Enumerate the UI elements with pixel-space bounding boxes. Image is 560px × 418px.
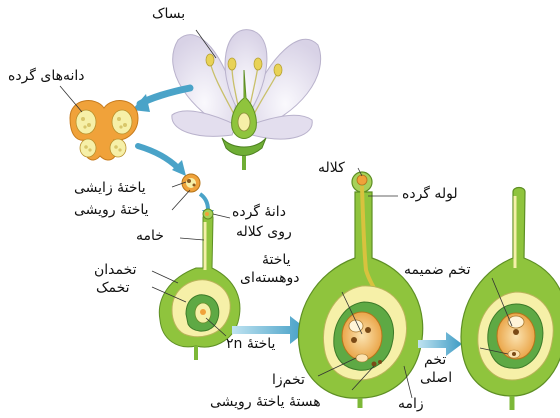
arrow-to-pollen: [138, 146, 178, 168]
label-pollen-on-stigma-2: روی کلاله: [236, 224, 292, 241]
label-cell-2n: یاختهٔ ۲n: [226, 336, 275, 353]
label-zygote-2: اصلی: [420, 370, 452, 387]
label-style: خامه: [136, 228, 164, 245]
label-ovule: تخمک: [96, 280, 130, 297]
label-ovary: تخمدان: [94, 262, 137, 279]
label-pollen-tube: لوله گرده: [402, 186, 458, 203]
leader-ovary: [152, 271, 178, 283]
flower-receptacle: [222, 138, 266, 156]
label-generative-cell: یاختهٔ زایشی: [74, 180, 146, 197]
label-vegetative-nucleus: هستهٔ یاختهٔ رویشی: [210, 394, 321, 411]
label-binucleate-2: دوهسته‌ای: [240, 270, 299, 287]
leader-pollen-grains: [60, 86, 82, 112]
leader-style: [180, 238, 204, 240]
label-endosperm-zygote: تخم ضمیمه: [404, 262, 471, 279]
label-egg-cell: تخم‌زا: [272, 372, 305, 389]
label-stamen: بساک: [152, 6, 185, 23]
large-pistil: [298, 168, 422, 408]
label-zygote-1: تخم: [424, 352, 446, 369]
label-vegetative-cell: یاختهٔ رویشی: [74, 202, 149, 219]
label-pollen-grains: دانه‌های گرده: [8, 68, 85, 85]
leader-pollen-stigma: [213, 214, 230, 218]
anther-section: [60, 86, 138, 160]
arrow-to-pistil: [200, 194, 208, 210]
label-binucleate-1: یاختهٔ: [262, 252, 291, 269]
label-integument: زامه: [398, 396, 424, 413]
leader-vegetative: [172, 190, 190, 210]
label-stigma: کلاله: [318, 160, 345, 177]
flower: [172, 30, 321, 170]
fertilized-pistil: [461, 188, 560, 411]
label-pollen-on-stigma-1: دانهٔ گرده: [232, 204, 286, 221]
pollen-grain: [172, 174, 200, 210]
